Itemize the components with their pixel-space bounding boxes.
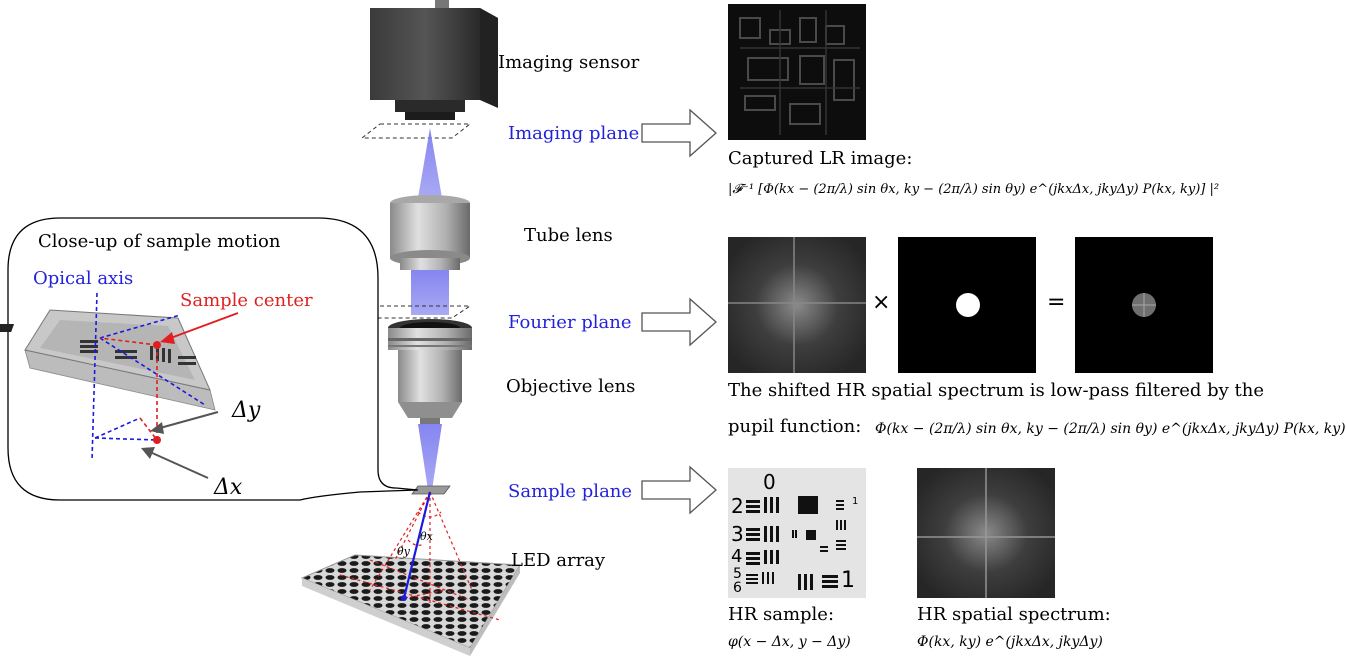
imaging-plane-label: Imaging plane bbox=[508, 123, 640, 144]
times-operator: × bbox=[872, 290, 891, 315]
beam-middle bbox=[411, 270, 449, 315]
led-array-label: LED array bbox=[511, 550, 606, 571]
hr-spectrum-title: HR spatial spectrum: bbox=[917, 604, 1111, 625]
filtered-spectrum-image bbox=[1075, 237, 1213, 373]
target-number-3: 3 bbox=[731, 522, 744, 546]
target-number-1: 1 bbox=[852, 496, 859, 507]
target-number-1-large: 1 bbox=[841, 568, 855, 593]
target-number-5: 5 bbox=[733, 566, 742, 582]
imaging-sensor-camera bbox=[370, 0, 498, 120]
led-source-point bbox=[401, 595, 407, 601]
captured-lr-title: Captured LR image: bbox=[728, 148, 913, 169]
hollow-arrows bbox=[641, 108, 717, 515]
fourier-desc-line1: The shifted HR spatial spectrum is low-p… bbox=[728, 380, 1265, 401]
pupil-function-image bbox=[898, 237, 1036, 373]
delta-x-arrow bbox=[141, 447, 209, 479]
fourier-plane-label: Fourier plane bbox=[508, 312, 632, 333]
delta-y-arrow bbox=[150, 411, 219, 434]
captured-lr-image bbox=[728, 4, 866, 140]
target-number-0: 0 bbox=[763, 470, 776, 494]
fourier-desc-line2: pupil function: bbox=[728, 416, 862, 437]
target-number-6: 6 bbox=[733, 580, 742, 596]
sample-center-lines bbox=[99, 337, 158, 441]
imaging-plane-outline bbox=[360, 123, 472, 139]
sample-center-dot-bottom bbox=[153, 436, 161, 444]
closeup-bubble bbox=[7, 217, 419, 501]
arrow-sample bbox=[641, 465, 717, 515]
led-array-board bbox=[300, 554, 521, 656]
theta-y-label: θy bbox=[397, 545, 410, 558]
tube-lens bbox=[390, 195, 470, 270]
illumination-geometry bbox=[339, 491, 501, 621]
sample-slide bbox=[411, 485, 451, 495]
theta-x-label: θx bbox=[420, 530, 433, 543]
sample-center-dot-top bbox=[153, 341, 161, 349]
target-number-4: 4 bbox=[731, 546, 743, 567]
beam-lower bbox=[418, 424, 442, 490]
delta-x-label: Δx bbox=[214, 475, 243, 500]
shifted-spectrum-image bbox=[728, 237, 866, 373]
objective-lens bbox=[388, 319, 472, 424]
hr-sample-formula: φ(x − Δx, y − Δy) bbox=[728, 634, 851, 650]
fourier-plane-outline bbox=[360, 305, 472, 319]
sample-center-arrow bbox=[160, 312, 239, 344]
hr-spectrum-formula: Φ(kx, ky) e^(jkxΔx, jkyΔy) bbox=[917, 634, 1103, 650]
arrow-imaging bbox=[641, 108, 717, 158]
pupil-formula: Φ(kx − (2π/λ) sin θx, ky − (2π/λ) sin θy… bbox=[875, 421, 1346, 437]
hr-sample-image bbox=[728, 468, 866, 598]
beam-upper bbox=[418, 128, 442, 198]
imaging-sensor-label: Imaging sensor bbox=[498, 52, 640, 73]
hr-spectrum-image bbox=[917, 468, 1055, 598]
equals-operator: = bbox=[1047, 290, 1066, 315]
delta-y-label: Δy bbox=[232, 398, 261, 423]
tube-lens-label: Tube lens bbox=[524, 225, 613, 246]
optical-axis-label: Opical axis bbox=[33, 268, 134, 289]
sample-center-label: Sample center bbox=[180, 290, 313, 311]
closeup-title: Close-up of sample motion bbox=[38, 231, 281, 252]
arrow-fourier bbox=[641, 297, 717, 347]
hr-sample-title: HR sample: bbox=[728, 604, 835, 625]
optical-axis-lines bbox=[91, 292, 206, 461]
objective-lens-label: Objective lens bbox=[506, 376, 636, 397]
target-number-2: 2 bbox=[731, 494, 744, 518]
illumination-vector bbox=[402, 491, 432, 599]
captured-lr-formula: |𝓕⁻¹ [Φ(kx − (2π/λ) sin θx, ky − (2π/λ) … bbox=[728, 182, 1220, 197]
sample-plane-label: Sample plane bbox=[508, 481, 633, 502]
